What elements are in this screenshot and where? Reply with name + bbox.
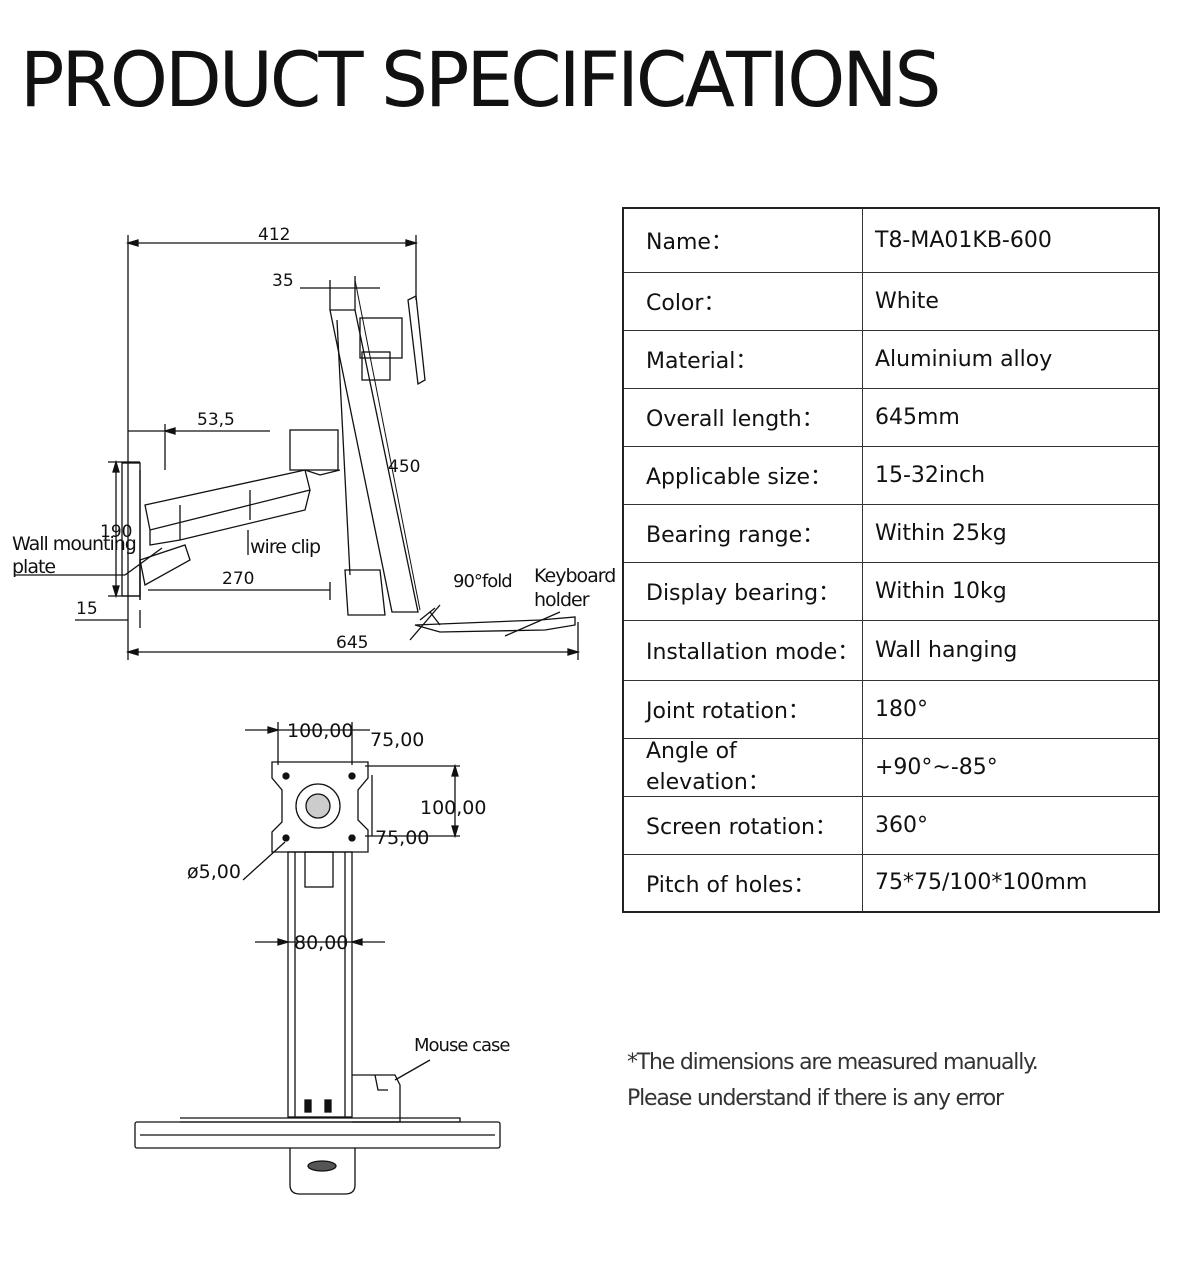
dim-412: 412 [258, 225, 290, 245]
front-view-drawing: 100,00 75,00 100,00 75,00 ø5,00 80,00 Mo… [134, 720, 511, 1195]
spec-value: 15-32inch [862, 445, 1160, 505]
dim-100-side: 100,00 [420, 797, 486, 819]
side-view-drawing: 412 35 53,5 450 190 Wall mounting plate … [12, 225, 616, 660]
spec-label: Name： [622, 207, 863, 273]
label-mouse-case: Mouse case [414, 1035, 510, 1056]
dim-80: 80,00 [294, 932, 348, 954]
spec-value: Aluminium alloy [862, 329, 1160, 389]
spec-label: Joint rotation： [622, 679, 863, 739]
spec-row: Display bearing：Within 10kg [622, 561, 1160, 621]
spec-value: Wall hanging [862, 619, 1160, 681]
spec-value: Within 10kg [862, 561, 1160, 621]
spec-value: 645mm [862, 387, 1160, 447]
spec-label: Installation mode： [622, 619, 863, 681]
spec-label: Screen rotation： [622, 795, 863, 855]
label-keyboard: Keyboard [534, 565, 615, 587]
dim-35: 35 [272, 271, 294, 291]
note-line-1: *The dimensions are measured manually. [627, 1050, 1039, 1075]
spec-row: Joint rotation：180° [622, 679, 1160, 739]
dim-75-top: 75,00 [370, 729, 424, 751]
label-fold: 90°fold [453, 571, 512, 592]
spec-row: Overall length：645mm [622, 387, 1160, 447]
dim-645: 645 [336, 633, 368, 653]
spec-value: 360° [862, 795, 1160, 855]
spec-label: Overall length： [622, 387, 863, 447]
spec-value: T8-MA01KB-600 [862, 207, 1160, 273]
spec-label: Color： [622, 271, 863, 331]
spec-value: White [862, 271, 1160, 331]
spec-row: Screen rotation：360° [622, 795, 1160, 855]
label-wire-clip: wire clip [250, 536, 321, 558]
dim-75-side: 75,00 [375, 827, 429, 849]
spec-row: Pitch of holes：75*75/100*100mm [622, 853, 1160, 913]
spec-row: Bearing range：Within 25kg [622, 503, 1160, 563]
dim-53-5: 53,5 [197, 410, 235, 430]
spec-label: Pitch of holes： [622, 853, 863, 913]
spec-label: Applicable size： [622, 445, 863, 505]
page-title: PRODUCT SPECIFICATIONS [20, 35, 941, 124]
spec-label: Display bearing： [622, 561, 863, 621]
spec-row: Material：Aluminium alloy [622, 329, 1160, 389]
note-line-2: Please understand if there is any error [627, 1086, 1004, 1111]
spec-row: Angle of elevation：+90°~-85° [622, 737, 1160, 797]
label-plate: plate [12, 556, 55, 578]
dim-190: 190 [100, 522, 132, 542]
spec-label: Material： [622, 329, 863, 389]
dim-450: 450 [388, 457, 420, 477]
spec-row: Name：T8-MA01KB-600 [622, 207, 1160, 273]
dim-270: 270 [222, 569, 254, 589]
dim-hole: ø5,00 [187, 861, 241, 883]
spec-label: Angle of elevation： [622, 737, 863, 797]
spec-row: Installation mode：Wall hanging [622, 619, 1160, 681]
spec-value: 75*75/100*100mm [862, 853, 1160, 913]
spec-value: +90°~-85° [862, 737, 1160, 797]
label-holder: holder [534, 589, 590, 611]
spec-value: Within 25kg [862, 503, 1160, 563]
spec-value: 180° [862, 679, 1160, 739]
spec-row: Color：White [622, 271, 1160, 331]
label-wall-mounting: Wall mounting [12, 533, 136, 555]
spec-row: Applicable size：15-32inch [622, 445, 1160, 505]
dim-15: 15 [76, 599, 98, 619]
dim-100-top: 100,00 [287, 720, 353, 742]
spec-label: Bearing range： [622, 503, 863, 563]
